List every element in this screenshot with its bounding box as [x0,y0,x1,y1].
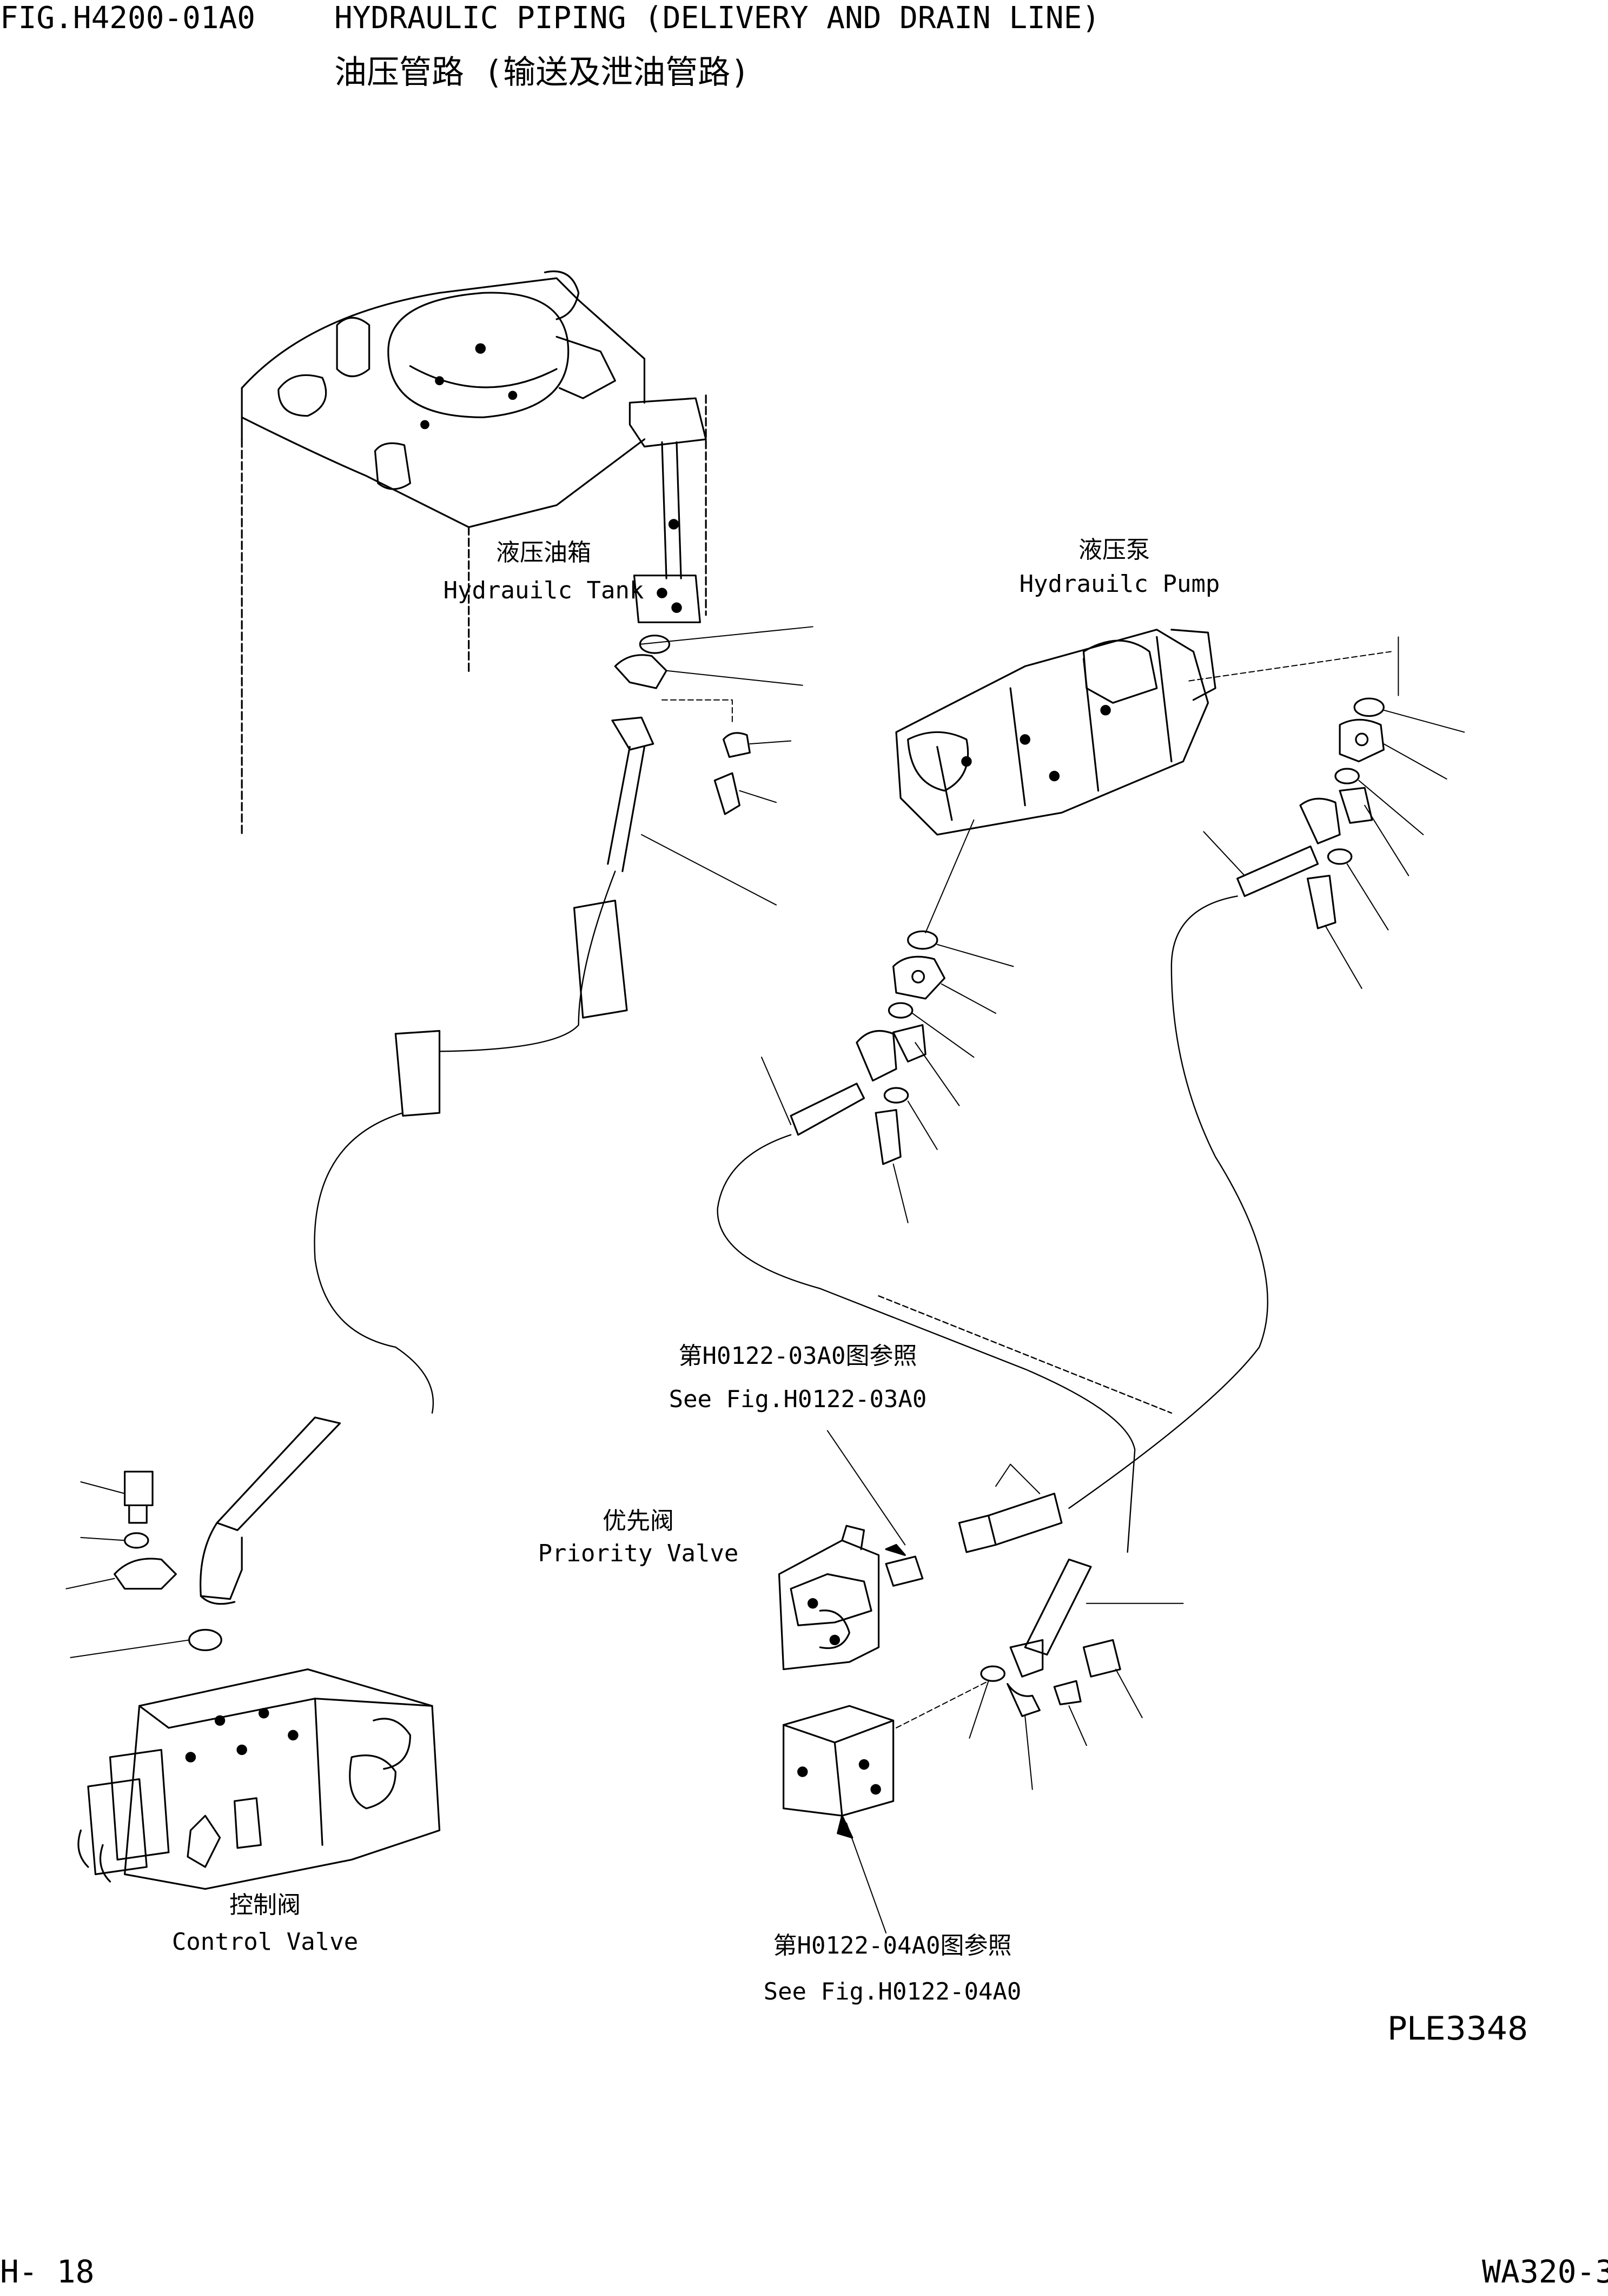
pump-fittings-left [762,931,1014,1223]
pump-label-en: Hydrauilc Pump [1019,570,1220,598]
figure-number: FIG.H4200-01A0 [0,1,256,36]
ref-label-1-en: See Fig.H0122-03A0 [669,1385,927,1413]
control-valve-label-en: Control Valve [171,1928,359,1956]
page-number: H- 18 [0,2253,95,2290]
tank-hose [315,717,777,1413]
title-chinese: 油压管路 (输送及泄油管路) [334,54,750,91]
control-valve-hose [70,1417,340,1658]
pump-label-zh: 液压泵 [1078,536,1150,564]
hydraulic-tank [242,271,706,834]
hydraulic-pump [896,630,1398,933]
tank-label-en: Hydrauilc Tank [443,577,644,604]
pump-fittings-right [1203,698,1464,988]
tank-label-zh: 液压油箱 [496,539,591,566]
control-valve [78,1670,440,1889]
priority-valve [779,1430,922,1669]
model-number: WA320-3 [1482,2253,1608,2290]
distribution-block [784,1681,989,1933]
tank-outlet-pipe [634,442,700,622]
delivery-pipes [718,896,1268,1552]
ref-label-2-zh: 第H0122-04A0图参照 [773,1932,1012,1959]
title-english: HYDRAULIC PIPING (DELIVERY AND DRAIN LIN… [334,1,1101,36]
drawing-code: PLE3348 [1387,2010,1528,2048]
control-valve-fittings [66,1472,176,1589]
ref-label-2-en: See Fig.H0122-04A0 [763,1978,1022,2005]
ref-label-1-zh: 第H0122-03A0图参照 [678,1342,917,1370]
control-valve-label-zh: 控制阀 [229,1891,301,1919]
priority-valve-label-zh: 优先阀 [603,1507,674,1535]
tank-fittings [615,626,812,814]
priority-valve-label-en: Priority Valve [538,1540,739,1567]
priority-valve-hoses [959,1464,1183,1790]
